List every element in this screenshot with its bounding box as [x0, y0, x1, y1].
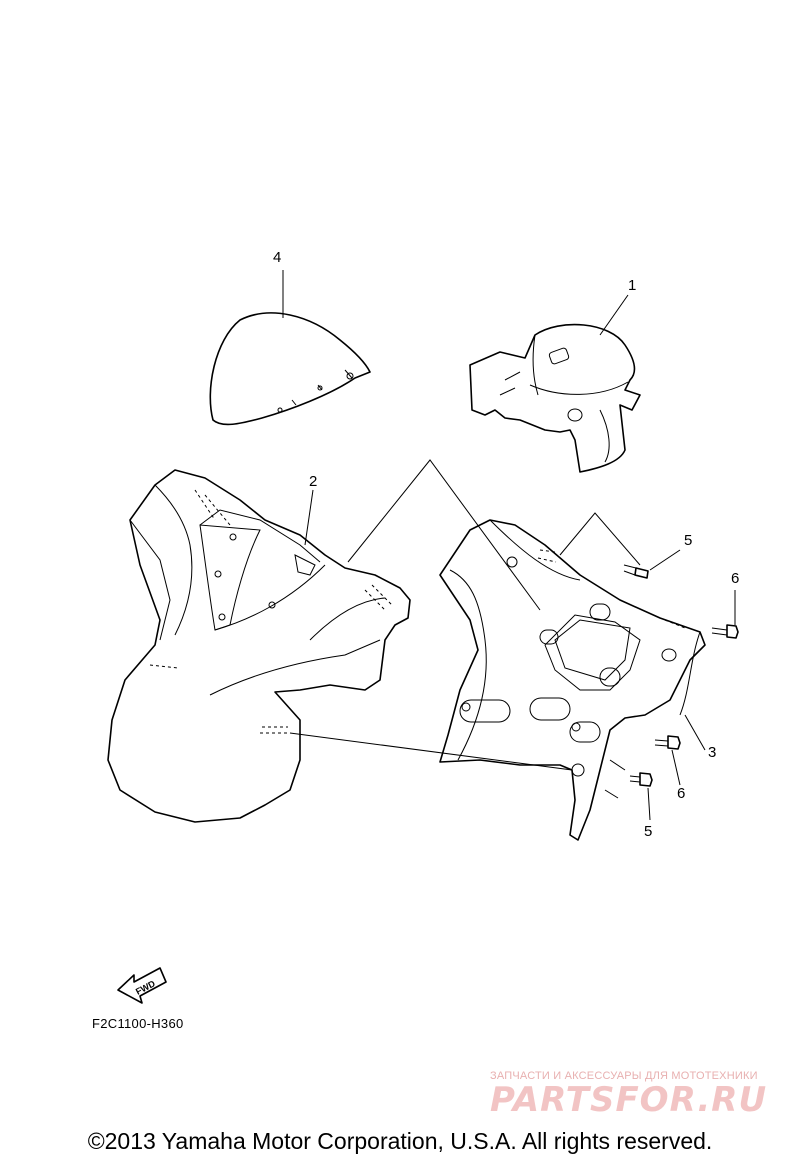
part-1-handle-cover-upper	[469, 323, 641, 473]
copyright-notice: ©2013 Yamaha Motor Corporation, U.S.A. A…	[87, 1128, 713, 1154]
screw-5-lower	[629, 772, 653, 787]
callout-3: 3	[708, 744, 716, 761]
part-2-front-cover	[107, 469, 411, 823]
callout-4: 4	[273, 249, 281, 266]
bolt-6-lower	[654, 735, 681, 750]
watermark-logo: PARTSFOR.RU	[490, 1080, 768, 1120]
bolt-6-upper	[711, 624, 739, 639]
callout-2: 2	[309, 473, 317, 490]
part-4-visor	[209, 312, 371, 426]
callout-5-upper: 5	[684, 532, 692, 549]
diagram-code: F2C1100-H360	[92, 1016, 184, 1031]
fwd-arrow-icon: FWD	[117, 967, 167, 1004]
watermark-tagline: ЗАПЧАСТИ И АКСЕССУАРЫ ДЛЯ МОТОТЕХНИКИ	[490, 1070, 758, 1082]
part-3-handle-cover-rear	[439, 519, 706, 841]
leader-lines	[260, 270, 736, 821]
callout-1: 1	[628, 277, 636, 294]
screw-5-upper	[623, 564, 649, 579]
callout-5-lower: 5	[644, 823, 652, 840]
callout-6-upper: 6	[731, 570, 739, 587]
callout-6-lower: 6	[677, 785, 685, 802]
